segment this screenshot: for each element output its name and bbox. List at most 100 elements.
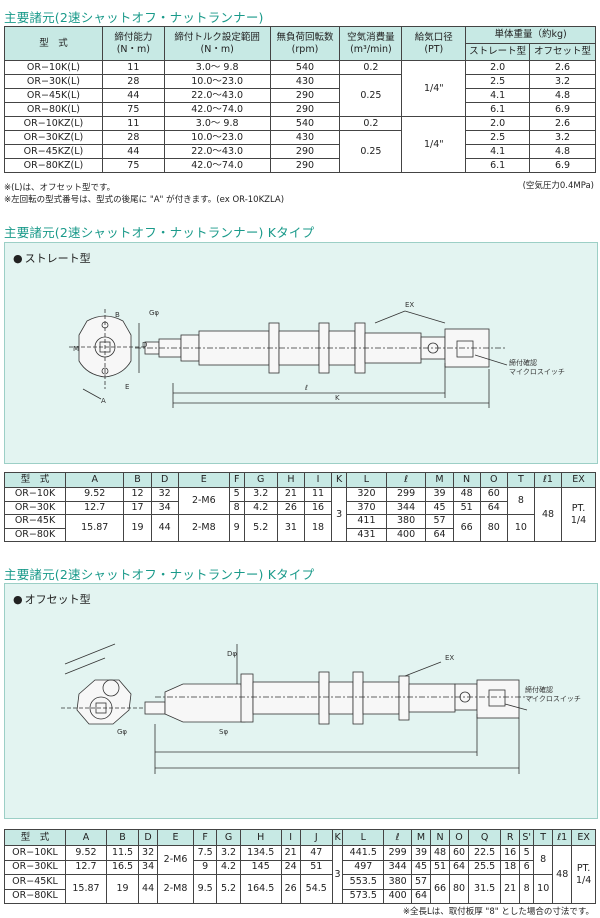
cell-m: 64 — [425, 527, 454, 542]
header-h: H — [239, 829, 282, 846]
cell-r: 21 — [500, 874, 521, 904]
cell-weight-straight: 2.5 — [465, 74, 531, 89]
table-row: OR−30KL 12.7 16.5 34 9 4.2 145 24 51 497… — [4, 859, 596, 875]
header-ell: ℓ — [385, 472, 427, 488]
header-capacity: 締付能力(N・m) — [101, 26, 165, 61]
cell-o: 60 — [449, 845, 470, 861]
diagram-offset-label: ●オフセット型 — [13, 593, 91, 606]
cell-d: 32 — [138, 845, 159, 861]
callout-d: D — [142, 341, 147, 349]
cell-k: 3 — [331, 487, 348, 542]
cell-h: 145 — [239, 859, 282, 875]
cell-torque: 3.0〜 9.8 — [163, 60, 271, 75]
header-model: 型 式 — [4, 472, 66, 488]
header-n: N — [452, 472, 481, 488]
cell-rpm: 540 — [269, 60, 341, 75]
spec-table-straight: 型 式 A B D E F G H I K L ℓ M N O T ℓ1 EX … — [4, 472, 596, 542]
cell-model: OR−10KL — [4, 845, 66, 861]
bullet-icon: ● — [13, 252, 23, 265]
cell-ell: 400 — [385, 527, 427, 542]
header-t: T — [506, 472, 535, 488]
cell-i: 16 — [303, 500, 333, 515]
cell-b: 17 — [123, 500, 152, 515]
note-offset: ※(L)は、オフセット型です。 — [4, 183, 116, 193]
cell-ell: 400 — [383, 888, 413, 904]
cell-d: 34 — [150, 500, 179, 515]
diagram-straight: ●ストレート型 — [4, 242, 598, 464]
cell-ell: 299 — [385, 487, 427, 502]
cell-t: 8 — [506, 487, 535, 515]
section2-title: 主要諸元(2速シャットオフ・ナットランナー) Kタイプ — [4, 225, 315, 240]
cell-d: 34 — [138, 859, 159, 875]
cell-j: 54.5 — [299, 874, 333, 904]
header-speed: 無負荷回転数(rpm) — [269, 26, 341, 61]
cell-i: 18 — [303, 514, 333, 542]
cell-h: 26 — [276, 500, 306, 515]
cell-t: 10 — [533, 874, 554, 904]
cell-g: 3.2 — [216, 845, 241, 861]
cell-model: OR−30K — [4, 500, 66, 515]
cell-h: 134.5 — [239, 845, 282, 861]
cell-model: OR−45KL — [4, 874, 66, 890]
cell-h: 31 — [276, 514, 306, 542]
callout-switch-line1: 締付確認 — [525, 685, 553, 694]
cell-ell: 344 — [383, 859, 413, 875]
cell-ell: 344 — [385, 500, 427, 515]
header-b: B — [105, 829, 140, 846]
cell-t: 8 — [533, 845, 554, 875]
cell-s: 8 — [519, 874, 535, 904]
cell-o: 80 — [479, 514, 508, 542]
header-a: A — [65, 829, 107, 846]
cell-b: 16.5 — [105, 859, 140, 875]
cell-a: 9.52 — [65, 845, 107, 861]
cell-f: 9 — [228, 514, 245, 542]
cell-model: OR−30K(L) — [4, 74, 103, 89]
cell-o: 64 — [449, 859, 470, 875]
header-f: F — [228, 472, 245, 488]
cell-rpm: 290 — [269, 102, 341, 117]
header-e: E — [157, 829, 194, 846]
cell-torque: 22.0〜43.0 — [163, 144, 271, 159]
callout-g: Gφ — [117, 728, 127, 736]
table-row: OR−45KZ(L) 44 22.0〜43.0 290 4.1 4.8 — [4, 144, 596, 159]
header-d: D — [138, 829, 159, 846]
cell-model: OR−80KL — [4, 888, 66, 904]
cell-l: 411 — [346, 514, 387, 529]
footnote-length: ※全長Lは、取付板厚 "8" とした場合の寸法です。 — [402, 907, 594, 917]
cell-b: 19 — [105, 874, 140, 904]
cell-capacity: 28 — [101, 130, 165, 145]
cell-model: OR−45K(L) — [4, 88, 103, 103]
cell-capacity: 75 — [101, 102, 165, 117]
table-row: OR−10KZ(L) 11 3.0〜 9.8 540 0.2 1/4" 2.0 … — [4, 116, 596, 173]
header-i: I — [303, 472, 333, 488]
cell-weight-offset: 6.9 — [529, 102, 596, 117]
callout-switch-line2: マイクロスイッチ — [525, 695, 581, 703]
cell-ex: PT.1/4 — [571, 845, 596, 904]
table-row: OR−30K 12.7 17 34 8 4.2 26 16 370 344 45… — [4, 500, 596, 515]
cell-capacity: 44 — [101, 144, 165, 159]
cell-model: OR−80K — [4, 527, 66, 542]
cell-s: 6 — [519, 859, 535, 875]
cell-a: 9.52 — [64, 487, 125, 502]
cell-capacity: 28 — [101, 74, 165, 89]
section1-title: 主要諸元(2速シャットオフ・ナットランナー) — [4, 10, 264, 25]
table-row: OR−30KZ(L) 28 10.0〜23.0 430 0.25 2.5 3.2 — [4, 130, 596, 173]
cell-i: 26 — [280, 874, 301, 904]
header-g: G — [216, 829, 241, 846]
header-m: M — [425, 472, 454, 488]
header-f: F — [192, 829, 218, 846]
header-n: N — [430, 829, 451, 846]
cell-o: 64 — [479, 500, 508, 515]
cell-a: 15.87 — [64, 514, 125, 542]
cell-q: 22.5 — [468, 845, 502, 861]
pressure-note: (空気圧力0.4MPa) — [522, 181, 594, 191]
cell-e: 2-M8 — [177, 514, 230, 542]
table-row: OR−45K(L) 44 22.0〜43.0 290 4.1 4.8 — [4, 88, 596, 103]
cell-k: 3 — [331, 845, 344, 904]
cell-model: OR−45KZ(L) — [4, 144, 103, 159]
callout-e: E — [125, 383, 129, 391]
header-weight-offset: オフセット型 — [529, 43, 596, 61]
header-m: M — [411, 829, 432, 846]
cell-weight-straight: 2.5 — [465, 130, 531, 145]
spec-table-offset: 型 式 A B D E F G H I J K L ℓ M N O Q R S'… — [4, 829, 596, 904]
